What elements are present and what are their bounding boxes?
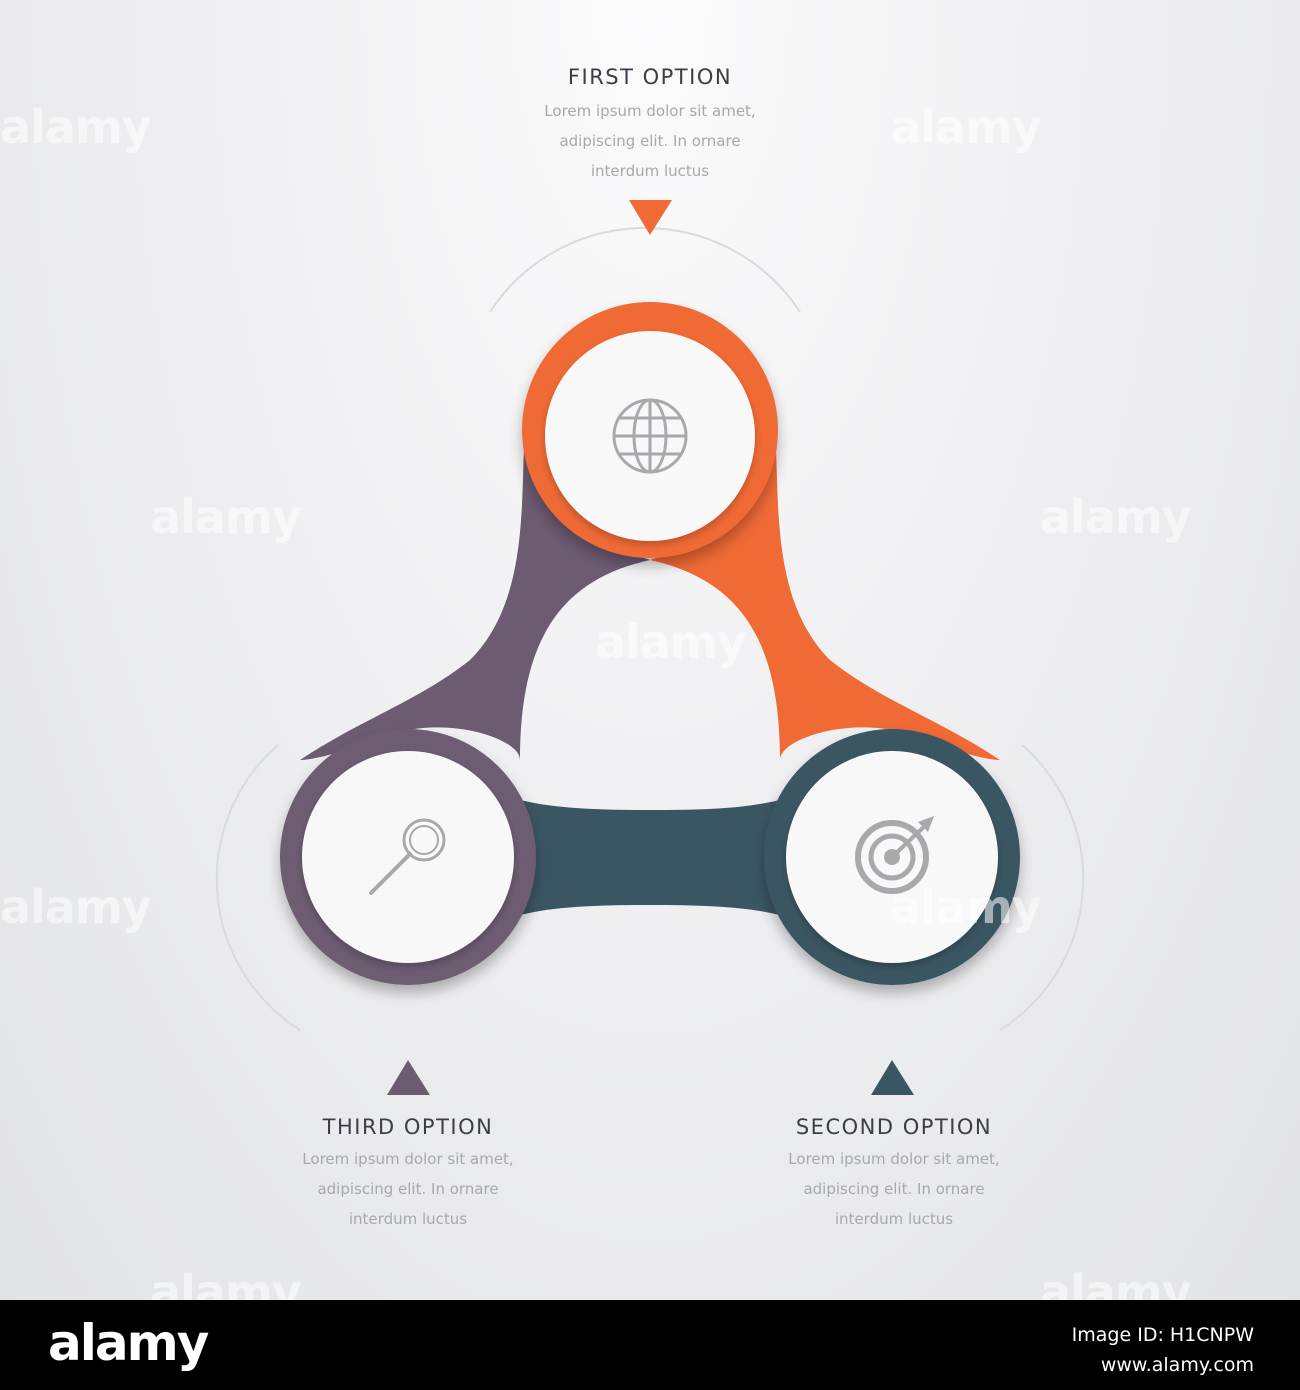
desc-line: interdum luctus (834, 1210, 954, 1228)
halo-rings (215, 227, 1085, 1031)
globe-icon (612, 398, 688, 474)
desc-line: Lorem ipsum dolor sit amet, (788, 1150, 1000, 1168)
target-icon (855, 816, 934, 894)
desc-line: Lorem ipsum dolor sit amet, (302, 1150, 514, 1168)
option-second-title: SECOND OPTION (795, 1115, 993, 1139)
desc-line: Lorem ipsum dolor sit amet, (544, 102, 756, 120)
option-second-desc: Lorem ipsum dolor sit amet, adipiscing e… (734, 1144, 1054, 1234)
pointer-first (629, 200, 672, 235)
desc-line: adipiscing elit. In ornare (803, 1180, 985, 1198)
option-third: THIRD OPTION Lorem ipsum dolor sit amet,… (248, 1114, 568, 1234)
stock-footer: alamy Image ID: H1CNPW www.alamy.com (0, 1300, 1300, 1390)
node-second[interactable] (764, 729, 1020, 985)
halo-ring-top (489, 227, 801, 313)
option-second: SECOND OPTION Lorem ipsum dolor sit amet… (734, 1114, 1054, 1234)
halo-ring-right (999, 744, 1085, 1031)
cycle-diagram (215, 200, 1085, 1095)
node-first[interactable] (522, 302, 778, 558)
option-first-title: FIRST OPTION (567, 65, 733, 89)
option-first: FIRST OPTION Lorem ipsum dolor sit amet,… (490, 64, 810, 186)
desc-line: interdum luctus (348, 1210, 468, 1228)
diagram-canvas: alamy alamy alamy alamy alamy alamy alam… (0, 0, 1300, 1300)
desc-line: interdum luctus (590, 162, 710, 180)
image-id: Image ID: H1CNPW (1071, 1324, 1254, 1346)
node-third[interactable] (280, 729, 536, 985)
halo-ring-left (215, 744, 301, 1031)
site-url: www.alamy.com (1100, 1354, 1254, 1376)
footer-info: Image ID: H1CNPW www.alamy.com (1072, 1320, 1254, 1380)
magnifier-icon (369, 818, 446, 895)
option-first-desc: Lorem ipsum dolor sit amet, adipiscing e… (490, 96, 810, 186)
option-third-desc: Lorem ipsum dolor sit amet, adipiscing e… (248, 1144, 568, 1234)
footer-logo: alamy (48, 1314, 209, 1372)
pointer-third (387, 1060, 430, 1095)
connector-teal (408, 730, 892, 985)
pointer-second (871, 1060, 914, 1095)
option-third-title: THIRD OPTION (322, 1115, 494, 1139)
desc-line: adipiscing elit. In ornare (317, 1180, 499, 1198)
desc-line: adipiscing elit. In ornare (559, 132, 741, 150)
